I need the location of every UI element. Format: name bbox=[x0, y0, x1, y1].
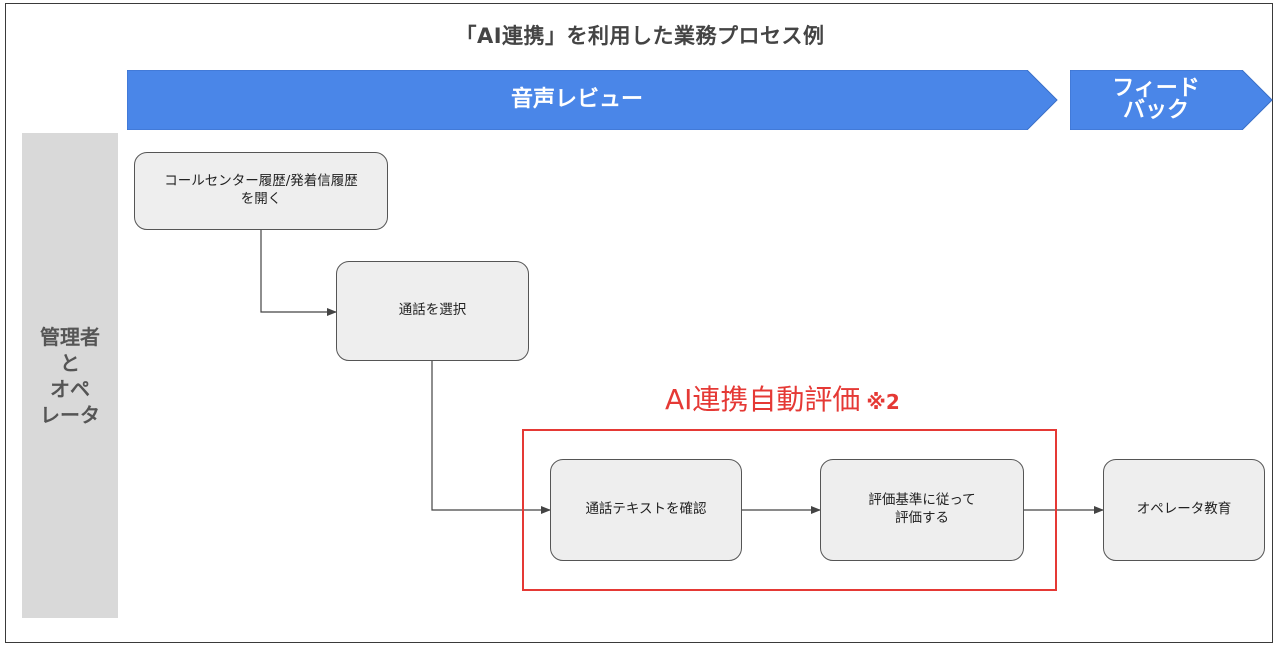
swimlane-label-line3: オペ bbox=[50, 376, 90, 401]
ai-group-note: ※2 bbox=[866, 390, 900, 414]
step-check-text-label: 通話テキストを確認 bbox=[585, 501, 707, 518]
diagram-title: 「AI連携」を利用した業務プロセス例 bbox=[455, 24, 825, 48]
phase-label-feedback-line2: バック bbox=[1122, 98, 1189, 123]
swimlane-label: 管理者 と オペ レータ bbox=[22, 133, 118, 618]
ai-group-label: AI連携自動評価※2 bbox=[665, 378, 900, 418]
swimlane-label-line2: と bbox=[60, 350, 80, 375]
step-select-call: 通話を選択 bbox=[336, 261, 529, 361]
step-open-history-line1: コールセンター履歴/発着信履歴 bbox=[164, 173, 358, 190]
step-education-label: オペレータ教育 bbox=[1136, 501, 1232, 518]
swimlane-header bbox=[22, 133, 118, 618]
connector-open-to-select bbox=[260, 230, 337, 316]
step-open-history: コールセンター履歴/発着信履歴 を開く bbox=[134, 152, 388, 230]
phase-label-voice-review: 音声レビュー bbox=[510, 87, 643, 112]
step-check-text: 通話テキストを確認 bbox=[550, 459, 742, 561]
step-select-call-label: 通話を選択 bbox=[398, 302, 467, 319]
phase-label-feedback-line1: フィード bbox=[1112, 76, 1200, 101]
phase-label-feedback: フィード バック bbox=[1070, 70, 1242, 130]
step-open-history-line2: を開く bbox=[240, 191, 282, 207]
ai-group-box bbox=[522, 429, 1057, 591]
phase-arrow-feedback bbox=[1070, 70, 1273, 130]
swimlane-label-line4: レータ bbox=[40, 402, 100, 427]
ai-group-title: AI連携自動評価 bbox=[665, 383, 861, 416]
step-evaluate-line2: 評価する bbox=[894, 510, 949, 526]
swimlane-label-line1: 管理者 bbox=[40, 324, 100, 349]
step-education: オペレータ教育 bbox=[1103, 459, 1265, 561]
phase-arrow-voice-review bbox=[127, 70, 1058, 130]
step-evaluate-line1: 評価基準に従って bbox=[868, 492, 976, 509]
step-evaluate: 評価基準に従って 評価する bbox=[820, 459, 1024, 561]
connector-select-to-check bbox=[431, 361, 551, 514]
